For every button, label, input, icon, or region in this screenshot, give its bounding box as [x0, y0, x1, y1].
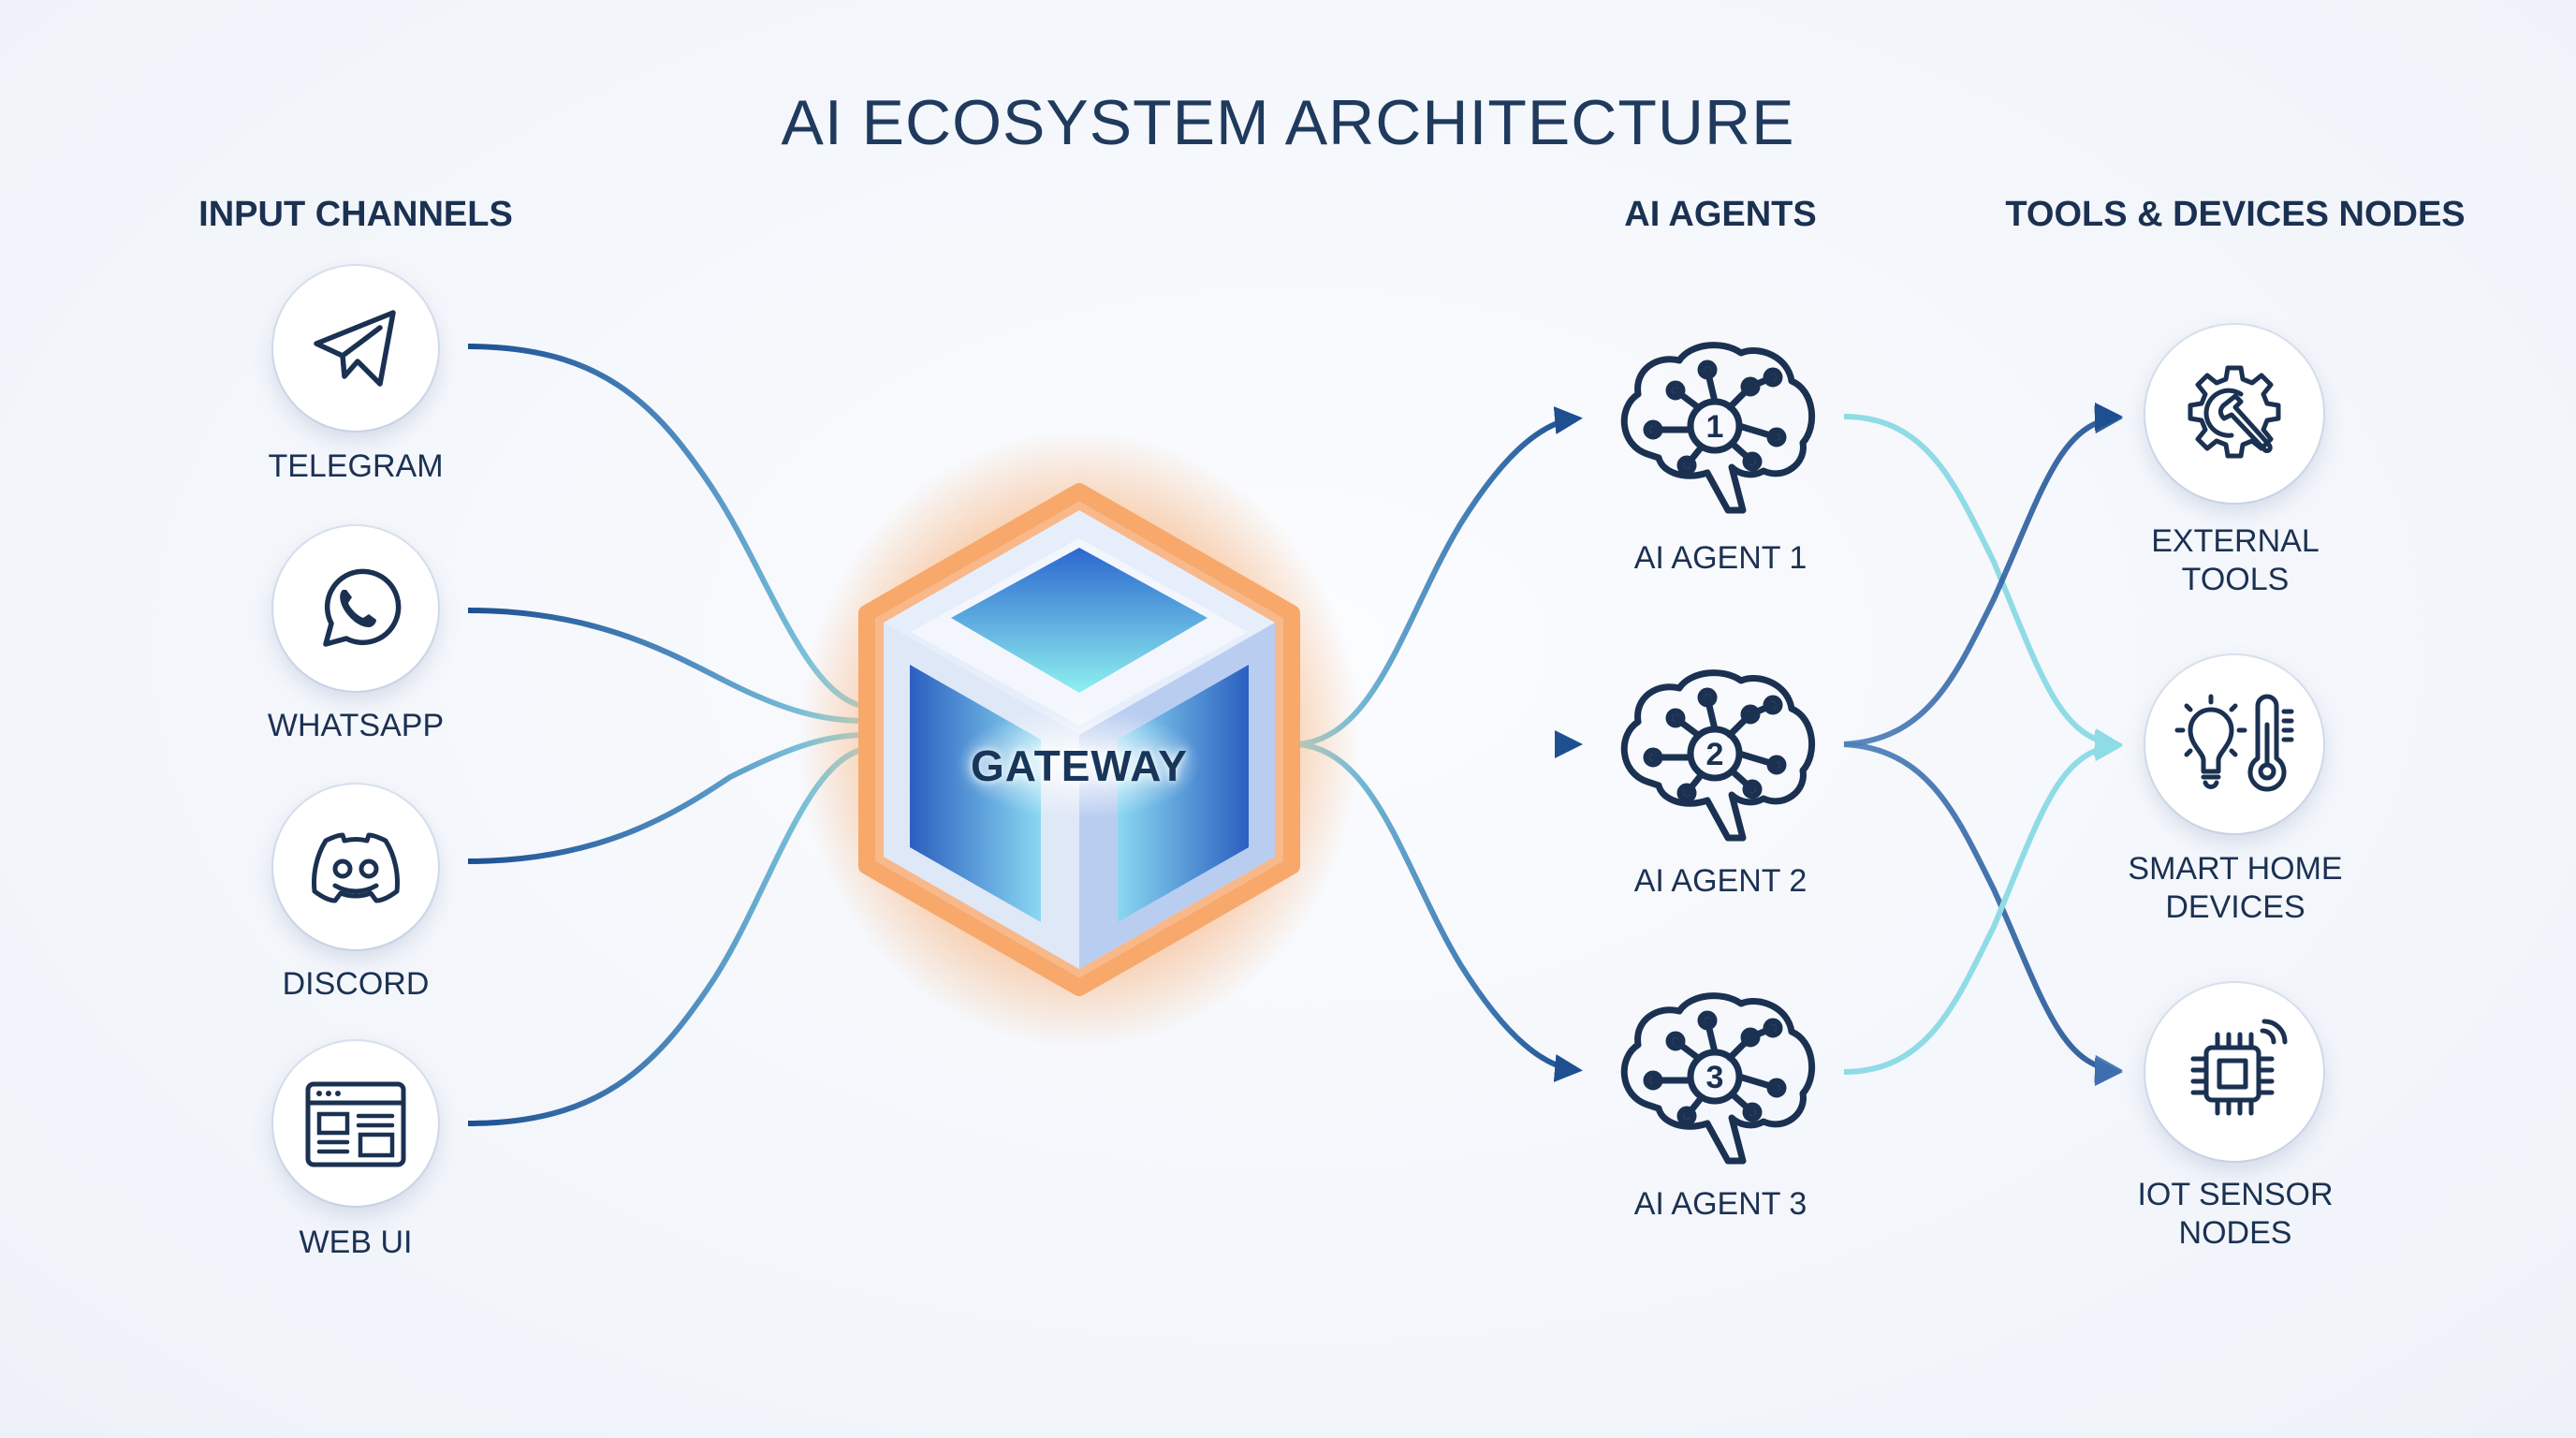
- connection-agent-2-tool-1: [1843, 405, 2123, 747]
- telegram-icon: [314, 310, 396, 387]
- agent-3-brain-icon[interactable]: 3: [1610, 983, 1825, 1170]
- input-label-discord: DISCORD: [282, 966, 430, 1002]
- tool-label-line-1: IOT SENSOR: [2137, 1177, 2334, 1212]
- tool-label-smart-home: SMART HOME DEVICES: [2128, 850, 2342, 927]
- connection-agent-3-tool-2: [1843, 733, 2123, 1075]
- connection-agent-1-tool-2: [1843, 414, 2123, 756]
- agent-label-1: AI AGENT 1: [1633, 540, 1808, 576]
- page-title: AI ECOSYSTEM ARCHITECTURE: [781, 87, 1795, 158]
- connection-gateway-agent-1: [1295, 406, 1583, 747]
- connection-webui-gateway: [467, 746, 867, 1126]
- input-node-web-ui[interactable]: [273, 1041, 438, 1206]
- agent-2-brain-icon[interactable]: 2: [1610, 660, 1825, 847]
- tool-node-smart-home[interactable]: [2145, 655, 2323, 833]
- connection-gateway-agent-3: [1295, 741, 1583, 1082]
- tool-label-line-2: TOOLS: [2181, 562, 2290, 597]
- input-node-telegram[interactable]: [273, 266, 438, 431]
- tool-label-line-2: NODES: [2178, 1215, 2292, 1251]
- input-label-web-ui: WEB UI: [299, 1225, 413, 1260]
- tool-label-line-1: EXTERNAL: [2151, 523, 2320, 559]
- input-node-whatsapp[interactable]: [273, 526, 438, 691]
- agent-3-number: 3: [1706, 1060, 1724, 1095]
- column-header-agents: AI AGENTS: [1624, 195, 1817, 234]
- gear-wrench-icon: [2188, 365, 2281, 459]
- agent-label-3: AI AGENT 3: [1633, 1186, 1808, 1222]
- tool-node-external-tools[interactable]: [2145, 325, 2323, 503]
- tool-label-external-tools: EXTERNAL TOOLS: [2151, 522, 2320, 599]
- gateway-label: GATEWAY: [971, 741, 1188, 790]
- connection-agent-2-tool-3: [1843, 741, 2123, 1083]
- input-node-discord[interactable]: [273, 785, 438, 949]
- web-ui-icon: [305, 1081, 406, 1167]
- tool-node-iot-sensor[interactable]: [2145, 983, 2323, 1161]
- agent-1-brain-icon[interactable]: 1: [1610, 332, 1825, 520]
- chip-wireless-icon: [2190, 1019, 2288, 1116]
- tool-label-iot-sensor: IOT SENSOR NODES: [2137, 1176, 2333, 1253]
- input-label-telegram: TELEGRAM: [268, 448, 444, 484]
- agent-label-2: AI AGENT 2: [1633, 863, 1808, 899]
- input-label-whatsapp: WHATSAPP: [267, 708, 445, 743]
- discord-icon: [312, 832, 400, 903]
- agent-2-number: 2: [1706, 737, 1724, 772]
- tool-label-line-2: DEVICES: [2165, 889, 2305, 925]
- column-header-tools: TOOLS & DEVICES NODES: [2005, 195, 2466, 234]
- agent-1-number: 1: [1706, 409, 1724, 445]
- lightbulb-thermometer-icon: [2174, 694, 2294, 792]
- column-header-inputs: INPUT CHANNELS: [198, 195, 513, 234]
- connection-whatsapp-gateway: [467, 608, 867, 724]
- tool-label-line-1: SMART HOME: [2128, 851, 2343, 887]
- whatsapp-icon: [323, 568, 402, 647]
